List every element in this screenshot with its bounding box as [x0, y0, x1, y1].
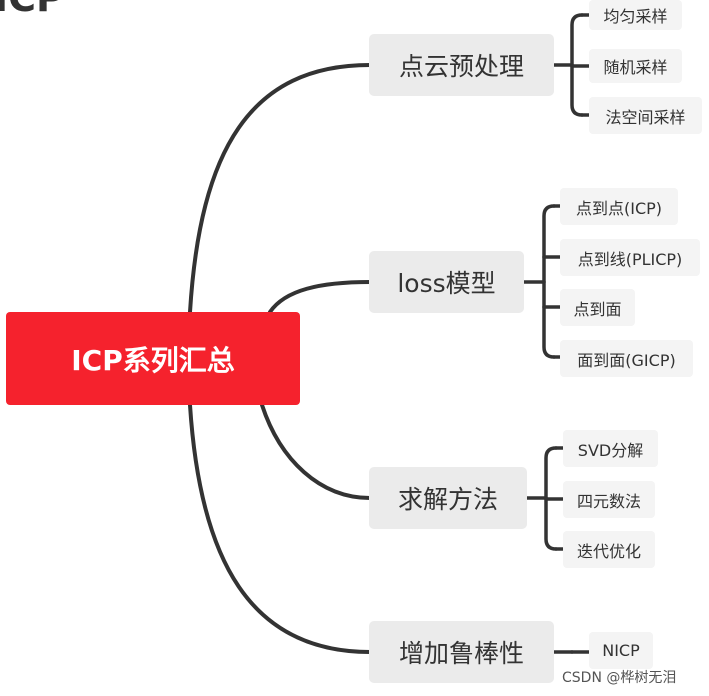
leaf-node-nicp[interactable]: NICP	[589, 632, 653, 669]
connector-root-robustness	[188, 403, 372, 654]
branch-node-loss-model[interactable]: loss模型	[369, 251, 524, 313]
leaf-node-iterative-optimization[interactable]: 迭代优化	[563, 531, 655, 568]
leaf-node-normal-space-sampling[interactable]: 法空间采样	[589, 97, 702, 134]
watermark: CSDN @桦树无泪	[562, 670, 677, 686]
leaf-node-quaternion[interactable]: 四元数法	[563, 481, 655, 518]
clipped-page-title: ICP	[0, 0, 64, 20]
leaf-node-random-sampling[interactable]: 随机采样	[589, 49, 682, 83]
branch-node-preprocessing[interactable]: 点云预处理	[369, 34, 554, 96]
connector-root-preprocessing	[188, 63, 372, 314]
leaf-node-point-to-point[interactable]: 点到点(ICP)	[560, 188, 678, 225]
branch-node-solving-method[interactable]: 求解方法	[369, 467, 527, 529]
root-node[interactable]: ICP系列汇总	[6, 312, 300, 405]
connector-loss-leaves-bracket	[542, 204, 556, 359]
leaf-node-plane-to-plane[interactable]: 面到面(GICP)	[560, 340, 693, 377]
connector-root-loss-model	[268, 280, 372, 314]
connector-root-solving-method	[260, 403, 372, 500]
leaf-node-svd[interactable]: SVD分解	[563, 430, 658, 467]
branch-node-robustness[interactable]: 增加鲁棒性	[369, 621, 554, 683]
leaf-node-point-to-plane[interactable]: 点到面	[560, 289, 635, 326]
leaf-node-point-to-line[interactable]: 点到线(PLICP)	[560, 239, 700, 276]
leaf-node-uniform-sampling[interactable]: 均匀采样	[589, 0, 682, 30]
